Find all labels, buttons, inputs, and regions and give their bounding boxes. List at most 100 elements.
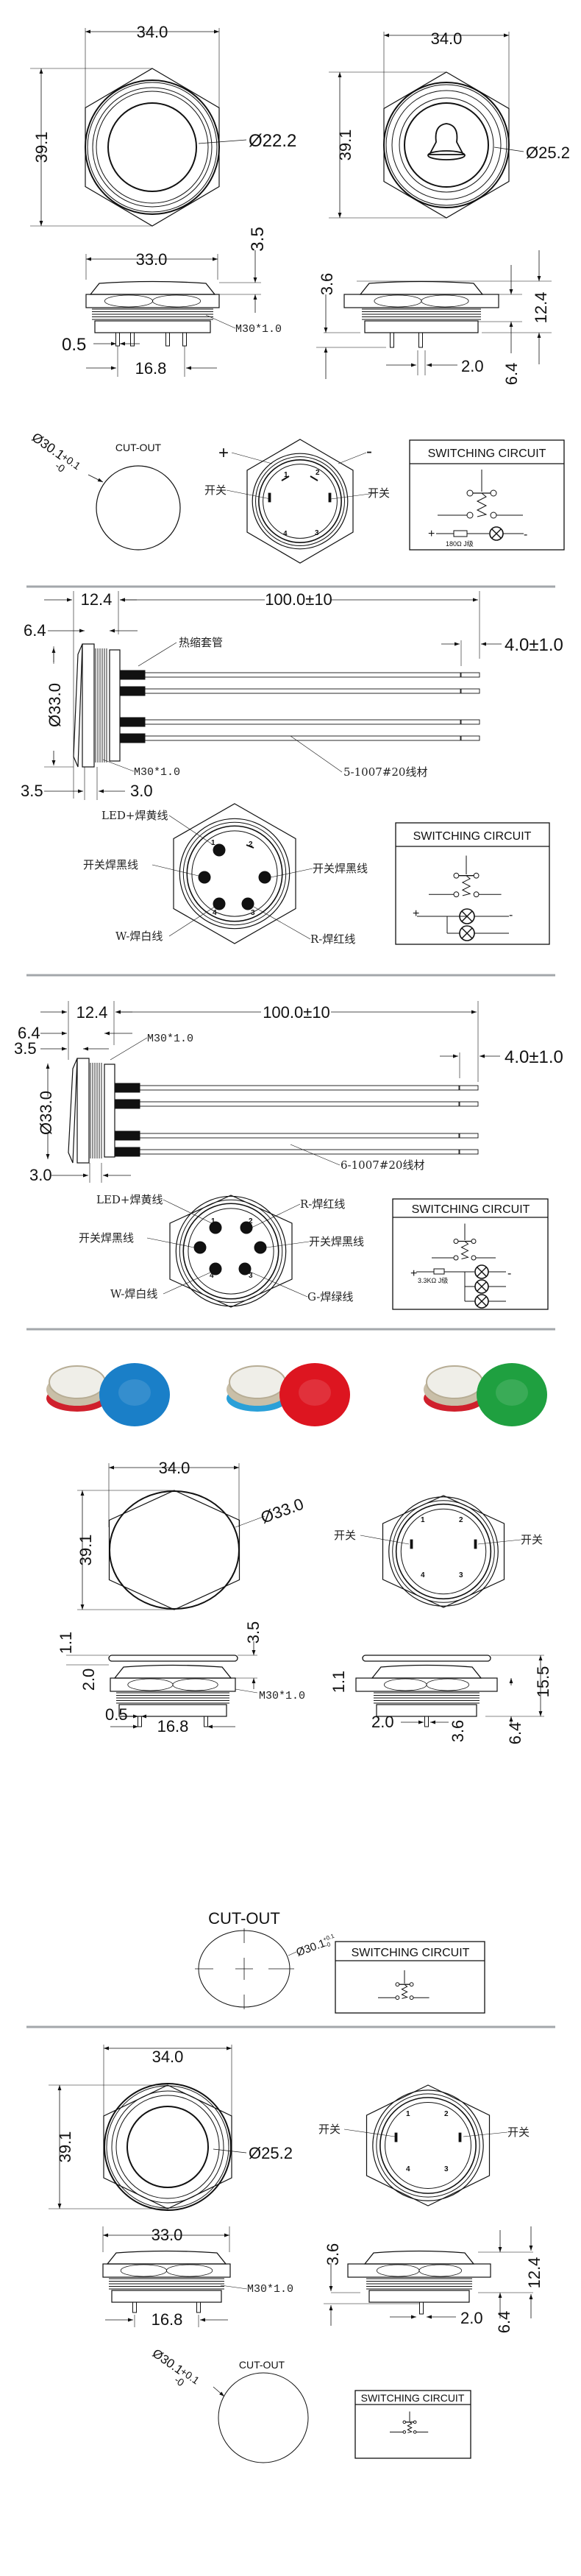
label-red: R-焊红线: [310, 933, 355, 946]
dim-flange: 3.5: [21, 782, 43, 800]
switching-circuit-box: [392, 1198, 549, 1310]
terminal-pin: [130, 332, 135, 347]
housing-body: [368, 2290, 470, 2303]
switch-terminal: [268, 492, 271, 503]
spring: [401, 1984, 409, 1999]
housing-body: [94, 320, 211, 333]
leader-line: [343, 2129, 396, 2137]
solder-pin: [258, 871, 271, 884]
dim-width: 34.0: [152, 2048, 184, 2066]
colored-lens-cap: [99, 1363, 170, 1426]
circuit-plus: +: [428, 528, 435, 540]
dim-diameter: Ø33.0: [258, 1495, 306, 1527]
switch-terminal: [474, 1539, 477, 1549]
pin-number: 2: [249, 1217, 253, 1225]
switch-label-left: 开关: [318, 2123, 341, 2136]
terminal-pin: [419, 2301, 424, 2315]
label-white: W-焊白线: [115, 930, 163, 943]
contact: [473, 872, 480, 879]
pin-view-ring: [186, 825, 283, 922]
contact: [402, 2420, 407, 2424]
dim-pin-spacing: 16.8: [157, 1717, 189, 1735]
stripped-wire-end: [459, 1101, 479, 1107]
stripped-wire-end: [460, 688, 480, 694]
dim-flange: 3.5: [14, 1039, 37, 1058]
spring: [476, 492, 488, 517]
dim-nut: 3.0: [130, 782, 153, 800]
terminal-1: [281, 475, 290, 481]
contact: [413, 2430, 417, 2434]
leader-line: [146, 1237, 195, 1248]
terminal-pin: [204, 1716, 208, 1727]
dim-strip: 4.0±1.0: [505, 635, 563, 655]
dim-height: 39.1: [76, 1535, 95, 1566]
front-view-ring: [104, 2083, 232, 2211]
pin-number: 4: [210, 1272, 214, 1280]
symbol-view-ring: [391, 90, 502, 200]
terminal-pin: [138, 1716, 142, 1727]
pin-view-ring: [263, 464, 338, 539]
cap-profile: [371, 1664, 482, 1679]
dim-height: 39.1: [32, 132, 51, 163]
nut-profile: [347, 2263, 491, 2278]
terminal-pin: [390, 332, 394, 348]
dim-cap: 3.6: [318, 273, 336, 296]
pin-number: 1: [211, 1217, 215, 1225]
nut-profile: [85, 294, 220, 308]
leader-line: [360, 1535, 410, 1545]
resistor-icon: [453, 530, 468, 537]
dim-diameter: Ø25.2: [526, 144, 570, 162]
solder-pin: [193, 1241, 207, 1254]
leader-line: [270, 868, 313, 878]
leader-line: [231, 452, 273, 464]
contact: [409, 1995, 414, 2000]
leader-line: [205, 314, 236, 329]
spring: [461, 875, 471, 896]
bell-rim: [427, 150, 466, 160]
section-5: 34.0 39.1 Ø25.2 开关 开关 1 2 3 4 33.0 M30*1…: [56, 2048, 543, 2404]
wire: [144, 688, 461, 694]
pin-view-ring: [385, 2102, 471, 2189]
spring: [460, 1241, 469, 1259]
switch-symbol: [390, 2411, 429, 2434]
switching-circuit-box: [354, 2390, 471, 2459]
contact: [453, 1255, 459, 1261]
metal-cap: [229, 1365, 286, 1399]
contact: [409, 1982, 414, 1987]
switch-terminal: [458, 2132, 462, 2142]
housing-body: [111, 2290, 222, 2303]
cap-profile: [89, 280, 216, 295]
solder-pin: [213, 843, 226, 857]
wire: [139, 1085, 460, 1091]
contact: [453, 891, 460, 898]
symbol-view-ring: [404, 102, 489, 188]
pin-view-ring: [252, 453, 349, 550]
leader-line: [152, 864, 199, 877]
circuit-title: SWITCHING CIRCUIT: [412, 1203, 530, 1216]
pin-view-hex: [366, 2084, 491, 2207]
nut-face: [374, 294, 422, 308]
dim-pin-width: 2.0: [371, 1713, 394, 1731]
dim-width: 34.0: [159, 1459, 190, 1477]
nut-side: [76, 1058, 90, 1164]
cap-profile: [359, 280, 484, 295]
dim-pin-length: 6.4: [506, 1722, 524, 1745]
leader-line: [168, 815, 214, 846]
label-green: G-焊绿线: [307, 1290, 353, 1303]
wire-label: 5-1007#20线材: [343, 765, 427, 779]
nut-profile: [110, 1677, 236, 1692]
front-view-ring: [85, 79, 220, 215]
heat-shrink-sleeve: [119, 733, 146, 743]
pin-number: 3: [249, 1272, 253, 1280]
pin-number: 2: [249, 841, 253, 849]
pin-number: 4: [421, 1571, 425, 1579]
resistor-icon: [433, 1268, 445, 1275]
front-view-ring: [96, 91, 209, 204]
contact: [471, 1255, 477, 1261]
contact: [466, 512, 474, 519]
nut-profile: [102, 2263, 231, 2278]
lamp-cross: [477, 1281, 487, 1292]
dim-depth: 6.4: [24, 621, 46, 640]
circuit-title: SWITCHING CIRCUIT: [361, 2392, 465, 2404]
leader-line: [198, 139, 247, 144]
